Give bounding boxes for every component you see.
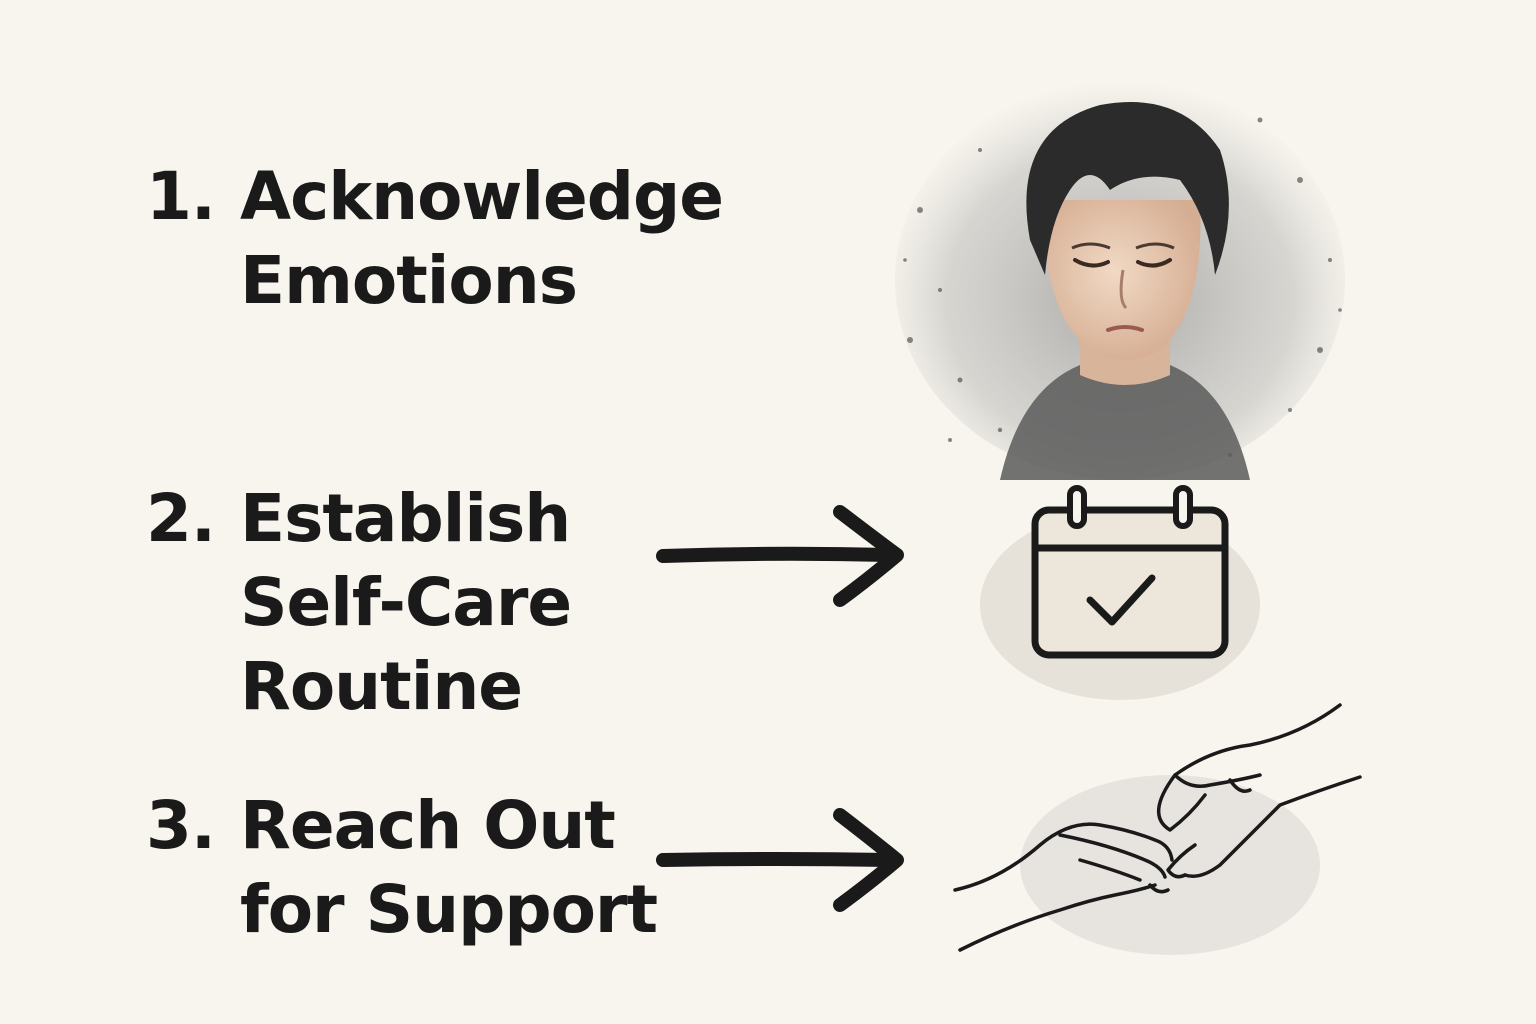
step-number: 2. bbox=[146, 480, 216, 557]
step-title: Reach Out for Support bbox=[240, 784, 760, 952]
step-title: Acknowledge Emotions bbox=[240, 155, 760, 323]
step-reach-out: 3. Reach Out for Support bbox=[146, 784, 760, 952]
step-title-line: for Support bbox=[240, 871, 658, 948]
step-title-line: Emotions bbox=[240, 242, 578, 319]
arrow-right-icon bbox=[656, 808, 904, 912]
step-title: Establish Self-Care Routine bbox=[240, 477, 760, 729]
arrow-right-icon bbox=[656, 505, 904, 607]
step-title-line: Reach Out bbox=[240, 787, 616, 864]
step-acknowledge-emotions: 1. Acknowledge Emotions bbox=[146, 155, 760, 323]
step-title-line: Establish bbox=[240, 480, 571, 557]
step-number: 1. bbox=[146, 158, 216, 235]
step-number: 3. bbox=[146, 787, 216, 864]
step-self-care-routine: 2. Establish Self-Care Routine bbox=[146, 477, 760, 729]
sad-person-illustration bbox=[895, 80, 1345, 480]
step-title-line: Routine bbox=[240, 648, 523, 725]
step-title-line: Self-Care bbox=[240, 564, 572, 641]
calendar-check-icon bbox=[980, 485, 1260, 700]
helping-hands-illustration bbox=[953, 703, 1362, 955]
step-title-line: Acknowledge bbox=[240, 158, 724, 235]
